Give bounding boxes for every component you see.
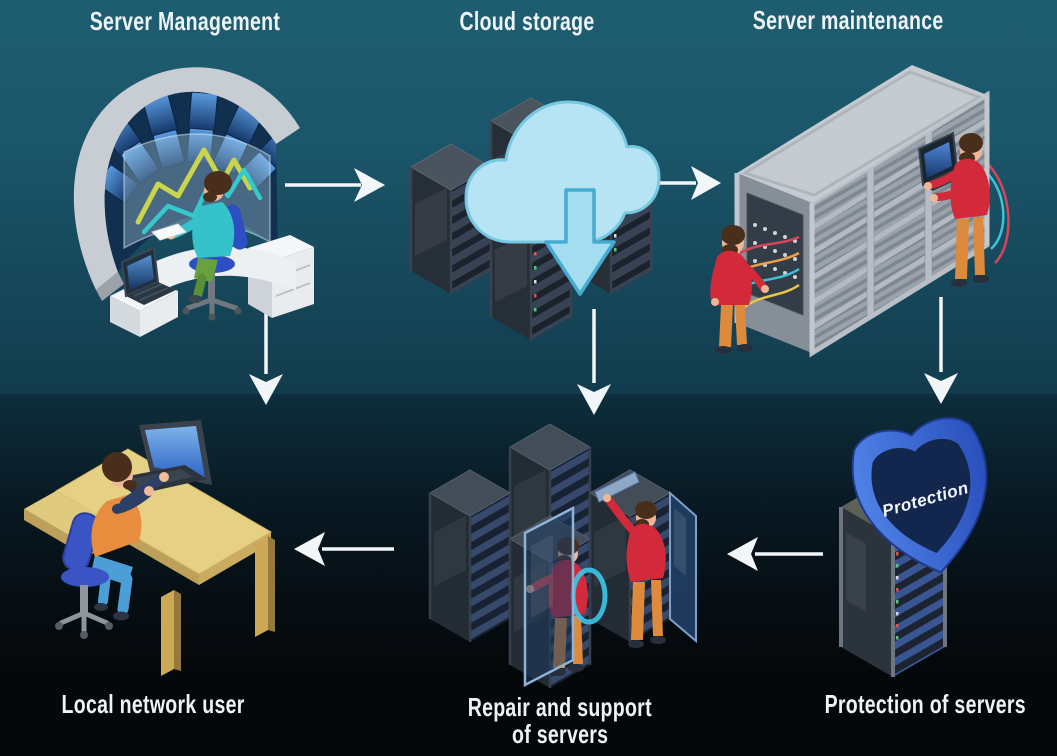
label-text: Local network user (61, 689, 245, 719)
server-management-illustration (73, 67, 314, 337)
arrow-server-maintenance-to-protection (924, 297, 958, 404)
label-server-maintenance: Server maintenance (718, 7, 978, 34)
open-glass-door-center-icon (523, 505, 575, 688)
label-server-management: Server Management (35, 8, 335, 35)
arrow-repair-support-to-local-network-user (294, 532, 394, 566)
user-person (91, 452, 169, 621)
open-glass-door-right-icon (669, 490, 697, 644)
operator-person (151, 171, 235, 303)
local-network-user-illustration (24, 420, 275, 676)
cloud-download-icon (464, 100, 661, 296)
arrow-server-management-to-cloud-storage (285, 168, 385, 202)
label-protection-of-servers: Protection of servers (791, 691, 1051, 718)
technician-pulling-tray-person (594, 471, 666, 648)
server-maintenance-illustration (710, 65, 1010, 358)
label-text: Cloud storage (459, 6, 595, 36)
label-text-line1: Repair and support (467, 692, 653, 722)
label-text: Protection of servers (824, 689, 1026, 719)
label-text-line2: of servers (511, 719, 609, 749)
shield-icon: Protection (851, 417, 988, 574)
office-chair-icon (55, 567, 113, 639)
protection-of-servers-illustration: Protection (839, 417, 988, 677)
technician-with-laptop-person (917, 131, 990, 287)
label-cloud-storage: Cloud storage (397, 8, 657, 35)
label-text: Server Management (89, 6, 281, 36)
laptop-cabinet-icon (110, 246, 178, 337)
label-text: Server maintenance (752, 5, 944, 35)
rack-led-lights (896, 552, 899, 640)
cloud-storage-illustration (409, 96, 661, 342)
arrow-cloud-storage-to-server-maintenance (654, 166, 721, 200)
arrow-protection-to-repair-support (727, 537, 823, 571)
label-repair-support: Repair and support of servers (430, 694, 690, 748)
laptop-icon (120, 246, 176, 305)
technician-standing-person (710, 225, 769, 354)
label-local-network-user: Local network user (23, 691, 283, 718)
arrow-cloud-storage-to-repair-support (577, 309, 611, 415)
repair-support-illustration (428, 422, 697, 690)
